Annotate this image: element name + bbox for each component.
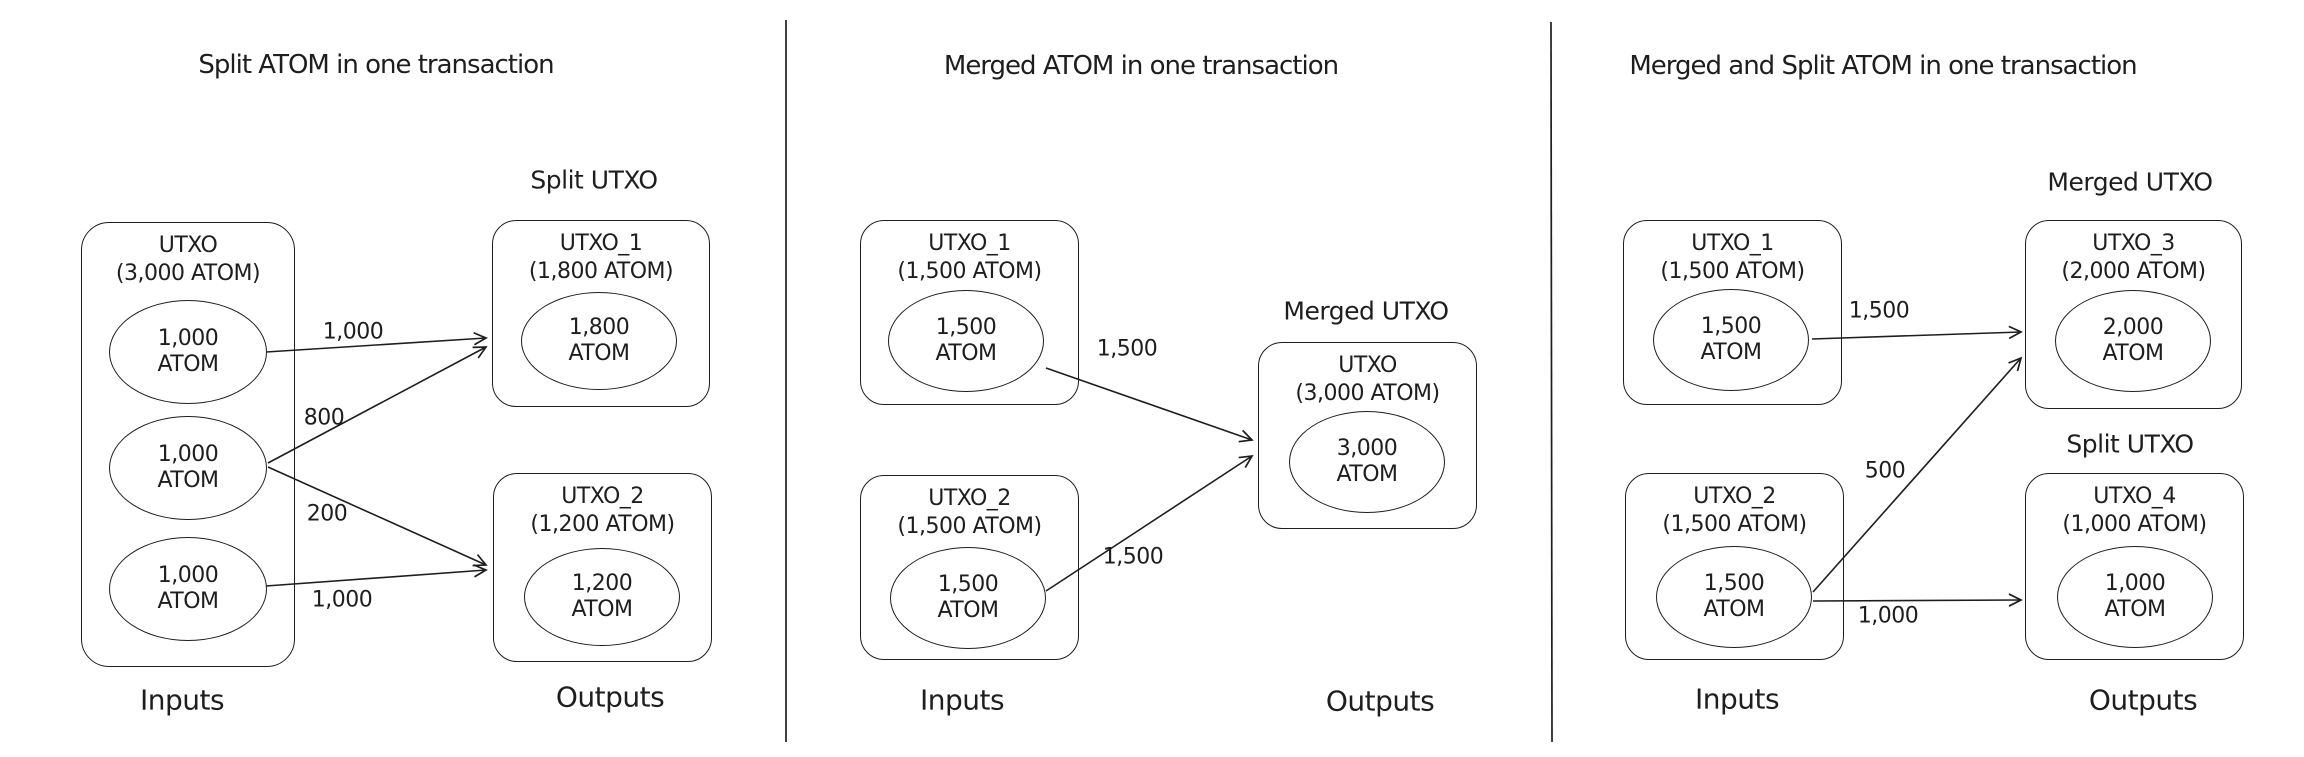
coin-ellipse: 1,800 ATOM <box>521 292 677 390</box>
coin-value: 1,000 <box>157 441 219 467</box>
utxo-amount: (2,000 ATOM) <box>2061 258 2206 284</box>
utxo-box-header: UTXO_1 (1,800 ATOM) <box>493 230 709 285</box>
coin-unit: ATOM <box>1700 340 1762 365</box>
utxo-amount: (1,800 ATOM) <box>528 258 674 284</box>
coin-value: 3,000 <box>1336 435 1398 461</box>
input-utxo-box: UTXO (3,000 ATOM) <box>81 222 295 667</box>
utxo-name: UTXO_3 <box>2092 231 2175 256</box>
coin-ellipse: 1,500 ATOM <box>1653 289 1809 391</box>
utxo-name: UTXO_2 <box>928 486 1011 511</box>
arrow-amount-label: 1,000 <box>1857 603 1919 629</box>
utxo-box-header: UTXO_3 (2,000 ATOM) <box>2026 230 2241 285</box>
coin-value: 1,000 <box>157 562 219 588</box>
utxo-name: UTXO_2 <box>561 484 644 509</box>
utxo-box-header: UTXO_2 (1,200 ATOM) <box>494 483 711 538</box>
utxo-amount: (3,000 ATOM) <box>115 260 261 286</box>
utxo-name: UTXO_2 <box>1693 484 1776 509</box>
utxo-box-header: UTXO (3,000 ATOM) <box>1259 352 1476 407</box>
coin-value: 1,000 <box>2104 570 2166 596</box>
coin-value: 1,500 <box>937 571 999 597</box>
utxo-box-header: UTXO (3,000 ATOM) <box>82 232 294 287</box>
utxo-name: UTXO_1 <box>559 231 643 256</box>
utxo-box-header: UTXO_2 (1,500 ATOM) <box>861 485 1078 540</box>
output-utxo-box: UTXO_1 (1,800 ATOM) <box>492 220 710 407</box>
coin-ellipse: 1,500 ATOM <box>890 547 1046 649</box>
utxo-amount: (1,500 ATOM) <box>897 513 1042 539</box>
coin-unit: ATOM <box>571 597 633 622</box>
coin-value: 1,500 <box>935 314 997 340</box>
output-utxo-box: UTXO_2 (1,200 ATOM) <box>493 473 712 662</box>
outputs-label: Outputs <box>1325 684 1435 718</box>
input-utxo-box: UTXO_1 (1,500 ATOM) <box>860 220 1079 405</box>
coin-value: 1,000 <box>157 325 219 351</box>
coin-unit: ATOM <box>157 352 219 377</box>
coin-ellipse: 1,000 ATOM <box>109 537 267 641</box>
coin-ellipse: 3,000 ATOM <box>1289 411 1445 513</box>
coin-unit: ATOM <box>2104 597 2166 622</box>
inputs-label: Inputs <box>919 683 1005 717</box>
output-utxo-box: UTXO_4 (1,000 ATOM) <box>2025 473 2244 660</box>
panel-title: Split ATOM in one transaction <box>198 50 554 80</box>
coin-value: 1,500 <box>1700 313 1762 339</box>
coin-unit: ATOM <box>1703 597 1765 622</box>
coin-ellipse: 1,000 ATOM <box>2057 546 2213 648</box>
input-utxo-box: UTXO_1 (1,500 ATOM) <box>1623 220 1842 405</box>
coin-value: 1,200 <box>571 570 633 596</box>
utxo-name: UTXO_4 <box>2093 484 2176 509</box>
coin-ellipse: 1,000 ATOM <box>109 416 267 520</box>
utxo-amount: (1,500 ATOM) <box>897 258 1042 284</box>
outputs-label: Outputs <box>2088 683 2198 717</box>
utxo-box-header: UTXO_1 (1,500 ATOM) <box>861 230 1078 285</box>
coin-ellipse: 1,000 ATOM <box>109 300 267 404</box>
output-utxo-box: UTXO (3,000 ATOM) <box>1258 342 1477 529</box>
inputs-label: Inputs <box>139 683 225 717</box>
utxo-name: UTXO <box>158 233 218 258</box>
split-utxo-group-label: Split UTXO <box>2066 429 2194 459</box>
utxo-box-header: UTXO_4 (1,000 ATOM) <box>2026 483 2243 538</box>
coin-unit: ATOM <box>157 589 219 614</box>
outputs-label: Outputs <box>555 680 665 714</box>
panel-title: Merged ATOM in one transaction <box>943 51 1339 81</box>
arrow-amount-label: 1,000 <box>311 587 373 613</box>
utxo-amount: (1,500 ATOM) <box>1660 258 1805 284</box>
utxo-amount: (1,200 ATOM) <box>530 511 675 537</box>
arrow-amount-label: 1,500 <box>1096 336 1158 362</box>
utxo-name: UTXO_1 <box>1691 231 1774 256</box>
panel-title: Merged and Split ATOM in one transaction <box>1629 51 2137 81</box>
utxo-name: UTXO_1 <box>928 231 1011 256</box>
utxo-name: UTXO <box>1338 353 1397 378</box>
utxo-amount: (1,500 ATOM) <box>1662 511 1807 537</box>
arrow-amount-label: 1,500 <box>1848 298 1910 324</box>
coin-ellipse: 1,200 ATOM <box>524 548 680 646</box>
coin-unit: ATOM <box>937 598 999 623</box>
inputs-label: Inputs <box>1694 682 1780 716</box>
coin-ellipse: 2,000 ATOM <box>2055 290 2211 392</box>
utxo-amount: (3,000 ATOM) <box>1295 380 1440 406</box>
merged-utxo-group-label: Merged UTXO <box>2047 167 2213 197</box>
coin-value: 1,500 <box>1703 570 1765 596</box>
coin-unit: ATOM <box>568 341 630 366</box>
merged-utxo-group-label: Merged UTXO <box>1283 296 1449 326</box>
coin-unit: ATOM <box>2102 341 2164 366</box>
coin-unit: ATOM <box>935 341 997 366</box>
output-utxo-box: UTXO_3 (2,000 ATOM) <box>2025 220 2242 409</box>
coin-ellipse: 1,500 ATOM <box>888 290 1044 392</box>
arrow-amount-label: 500 <box>1864 458 1906 484</box>
coin-value: 1,800 <box>568 314 630 340</box>
coin-unit: ATOM <box>157 468 219 493</box>
split-utxo-group-label: Split UTXO <box>530 165 658 195</box>
input-utxo-box: UTXO_2 (1,500 ATOM) <box>860 475 1079 660</box>
utxo-box-header: UTXO_2 (1,500 ATOM) <box>1626 483 1843 538</box>
utxo-amount: (1,000 ATOM) <box>2062 511 2207 537</box>
coin-ellipse: 1,500 ATOM <box>1656 546 1812 648</box>
utxo-box-header: UTXO_1 (1,500 ATOM) <box>1624 230 1841 285</box>
coin-value: 2,000 <box>2102 314 2164 340</box>
coin-unit: ATOM <box>1336 462 1398 487</box>
